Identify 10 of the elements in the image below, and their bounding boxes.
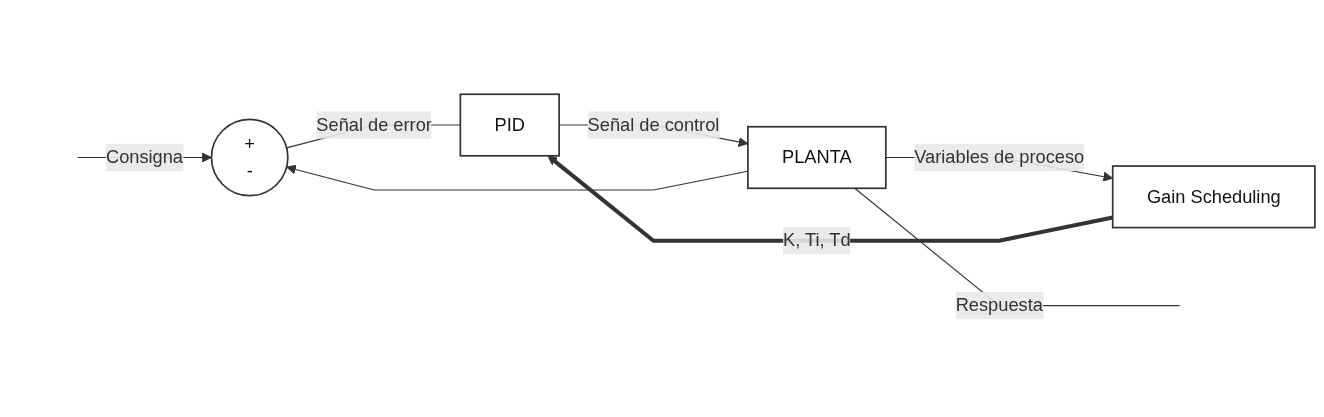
node-circle: + -	[210, 118, 289, 197]
edge-label: Señal de control	[587, 114, 720, 135]
edge-label: Consigna	[105, 147, 184, 167]
edge-label: Respuesta	[955, 295, 1043, 315]
edge-label: Variables de proceso	[914, 147, 1085, 167]
node-box: PLANTA	[747, 125, 887, 190]
edge-label: K, Ti, Td	[783, 230, 851, 250]
node-box: PID	[459, 93, 560, 157]
edge-label: Señal de error	[316, 114, 432, 135]
node-box: Gain Scheduling	[1111, 165, 1316, 229]
